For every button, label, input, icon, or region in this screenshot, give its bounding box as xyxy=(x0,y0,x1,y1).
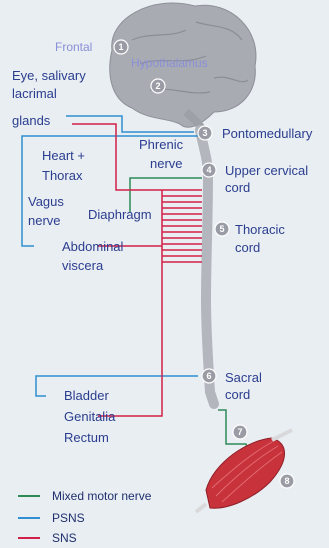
label-vagus-nerve: nerve xyxy=(28,213,61,228)
label-vagus: Vagus xyxy=(28,194,64,209)
label-abdominal: Abdominal xyxy=(62,239,124,254)
svg-text:1: 1 xyxy=(118,42,123,52)
label-thoracic-cord: cord xyxy=(235,240,260,255)
marker-7: 7 xyxy=(233,425,247,439)
marker-1: 1 xyxy=(114,40,128,54)
marker-4: 4 xyxy=(202,163,216,177)
marker-8: 8 xyxy=(280,474,294,488)
svg-text:2: 2 xyxy=(155,81,160,91)
marker-5: 5 xyxy=(215,222,229,236)
label-phrenic-nerve: nerve xyxy=(150,156,183,171)
label-phrenic: Phrenic xyxy=(139,137,184,152)
label-heart: Heart + xyxy=(42,148,85,163)
svg-text:4: 4 xyxy=(206,165,211,175)
svg-text:7: 7 xyxy=(237,427,242,437)
marker-2: 2 xyxy=(151,79,165,93)
marker-3: 3 xyxy=(198,126,212,140)
label-sacral: Sacral xyxy=(225,370,262,385)
label-frontal: Frontal xyxy=(55,40,92,54)
svg-text:8: 8 xyxy=(284,476,289,486)
label-thoracic: Thoracic xyxy=(235,222,285,237)
svg-text:5: 5 xyxy=(219,224,224,234)
label-upper-cervical: Upper cervical xyxy=(225,163,308,178)
label-genitalia: Genitalia xyxy=(64,409,116,424)
legend-label-psns: PSNS xyxy=(52,511,85,525)
label-rectum: Rectum xyxy=(64,430,109,445)
label-hypothalamus: Hypothalamus xyxy=(131,56,208,70)
label-sacral-cord: cord xyxy=(225,387,250,402)
svg-text:6: 6 xyxy=(206,371,211,381)
label-diaphragm: Diaphragm xyxy=(88,207,152,222)
label-thorax: Thorax xyxy=(42,168,83,183)
label-pontomedullary: Pontomedullary xyxy=(222,126,313,141)
legend-label-mixed-motor: Mixed motor nerve xyxy=(52,489,152,503)
label-lacrimal: lacrimal xyxy=(12,86,57,101)
label-viscera: viscera xyxy=(62,258,104,273)
marker-6: 6 xyxy=(202,369,216,383)
label-bladder: Bladder xyxy=(64,388,109,403)
svg-text:3: 3 xyxy=(202,128,207,138)
muscle xyxy=(196,430,292,512)
label-eye-salivary: Eye, salivary xyxy=(12,68,86,83)
label-glands: glands xyxy=(12,113,51,128)
label-upper-cervical-cord: cord xyxy=(225,180,250,195)
brain xyxy=(110,3,256,138)
legend-label-sns: SNS xyxy=(52,531,77,545)
legend: Mixed motor nerve PSNS SNS xyxy=(18,489,152,545)
